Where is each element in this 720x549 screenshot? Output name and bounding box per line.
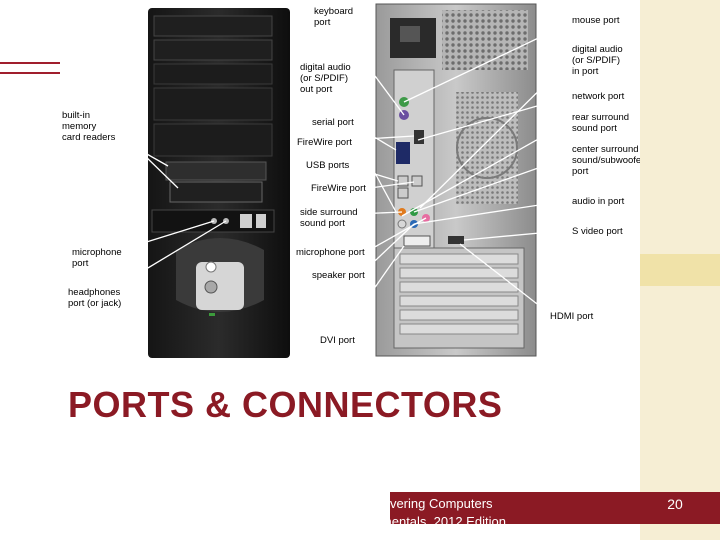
front-tower	[148, 8, 290, 358]
computer-ports-figure: built-in memory card readers microphone …	[60, 0, 644, 365]
hp-logo-icon	[204, 280, 218, 294]
power-button-icon	[205, 261, 217, 273]
left-margin-panel	[0, 0, 60, 540]
label-hdmi-port: HDMI port	[550, 311, 594, 322]
expansion-slot-2	[399, 267, 519, 279]
label-dvi-port: DVI port	[320, 335, 355, 346]
label-headphones: headphones port (or jack)	[68, 287, 123, 309]
rear-audio-jack-grey	[397, 219, 407, 229]
front-usb-port	[240, 214, 252, 228]
expansion-slot-5	[399, 309, 519, 321]
right-accent-block	[640, 254, 720, 286]
label-rear-microphone-port: microphone port	[296, 247, 365, 258]
callout-lines	[107, 21, 573, 341]
rear-dvi-port	[403, 235, 431, 247]
fan-vent	[456, 92, 518, 204]
label-card-readers: built-in memory card readers	[62, 110, 116, 143]
power-inlet	[400, 26, 420, 42]
label-speaker-port: speaker port	[312, 270, 365, 281]
drive-bay-2	[153, 87, 273, 121]
rear-svideo-port	[448, 236, 464, 244]
slide-title: PORTS & CONNECTORS	[68, 384, 503, 425]
fan-grille	[456, 117, 518, 179]
label-usb-ports: USB ports	[306, 160, 350, 171]
label-digital-audio-out: digital audio (or S/PDIF) out port	[300, 62, 353, 95]
drive-bay-3	[153, 123, 273, 157]
optical-drive-1	[153, 15, 273, 37]
expansion-slot-6	[399, 323, 519, 335]
expansion-slot-3	[399, 281, 519, 293]
rear-tower	[375, 3, 537, 357]
drive-bay-1	[153, 63, 273, 85]
label-digital-audio-in: digital audio (or S/PDIF) in port	[572, 44, 625, 77]
label-mouse-port: mouse port	[572, 15, 620, 26]
card-reader-slot-1	[165, 161, 267, 181]
card-reader-slot-2	[169, 181, 263, 203]
rear-usb-port-3	[411, 175, 423, 187]
label-network-port: network port	[572, 91, 625, 102]
ports-illustration: built-in memory card readers microphone …	[62, 3, 644, 358]
power-led	[209, 313, 215, 316]
label-rear-surround: rear surround sound port	[572, 112, 632, 134]
footer-text: Discovering Computers Fundamentals, 2012…	[344, 496, 506, 547]
page-number: 20	[667, 496, 683, 512]
label-side-surround: side surround sound port	[300, 207, 360, 229]
label-audio-in-port: audio in port	[572, 196, 625, 207]
label-serial-port: serial port	[312, 117, 354, 128]
label-firewire-port-1: FireWire port	[297, 137, 352, 148]
power-panel	[196, 262, 244, 310]
expansion-slot-1	[399, 253, 519, 265]
psu-vent	[442, 10, 528, 70]
rear-usb-port-2	[397, 187, 409, 199]
rear-serial-port	[396, 142, 410, 164]
expansion-slot-4	[399, 295, 519, 307]
label-center-surround: center surround sound/subwoofer port	[572, 144, 640, 177]
label-svideo-port: S video port	[572, 226, 623, 237]
footer-bar	[390, 492, 720, 524]
front-usb-port-2	[256, 214, 266, 228]
label-front-microphone: microphone port	[72, 247, 124, 269]
left-accent-lines	[0, 62, 60, 74]
rear-firewire-port	[414, 130, 424, 144]
label-keyboard-port: keyboard port	[314, 6, 356, 28]
label-firewire-port-2: FireWire port	[311, 183, 366, 194]
optical-drive-2	[153, 39, 273, 61]
